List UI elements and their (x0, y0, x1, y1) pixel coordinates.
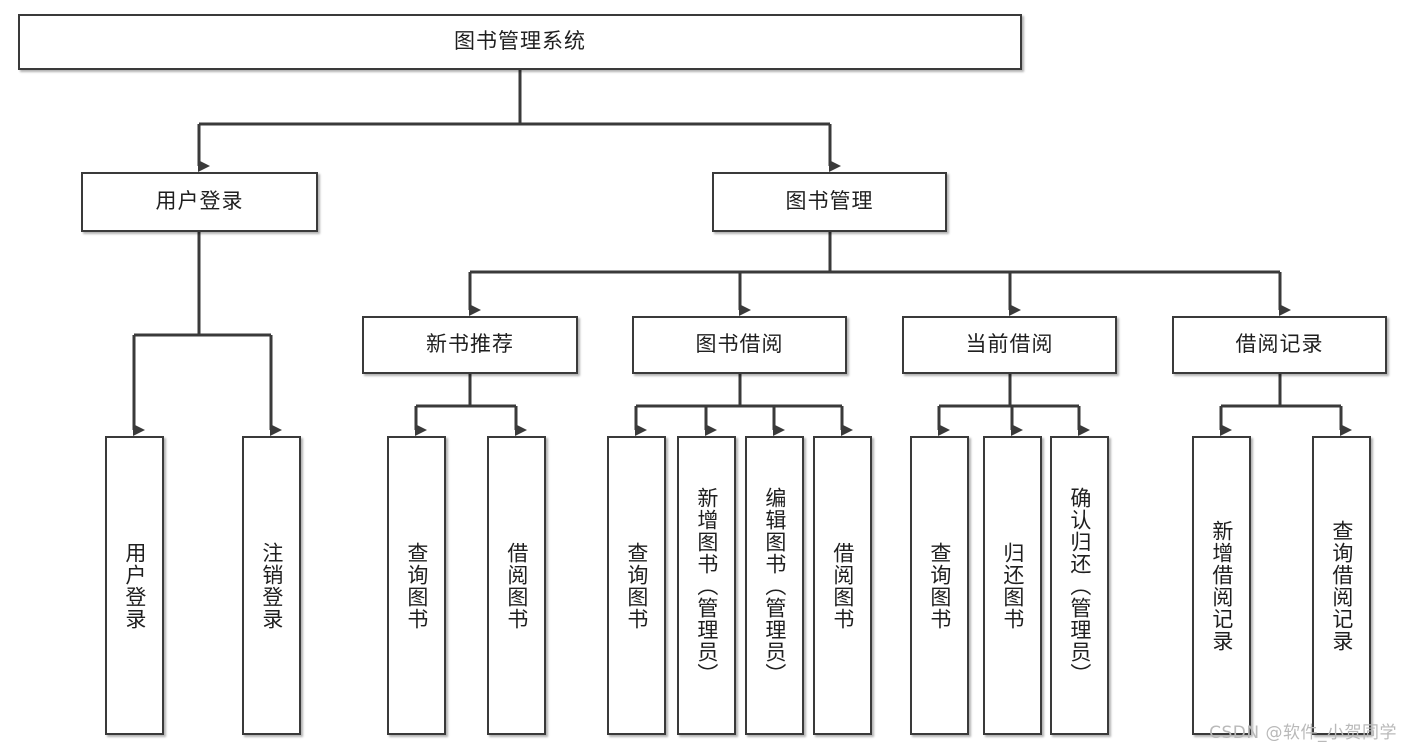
node-label: 图书借阅 (695, 332, 784, 357)
node-label: 查询图书 (927, 541, 952, 630)
node-leaf-query-borrow-record[interactable]: 查询借阅记录 (1312, 436, 1371, 735)
node-leaf-borrow-book-1[interactable]: 借阅图书 (487, 436, 546, 735)
watermark-text: CSDN @软件_小贺同学 (1209, 723, 1397, 743)
node-leaf-user-login[interactable]: 用户登录 (105, 436, 164, 735)
node-label: 借阅图书 (830, 541, 855, 630)
node-leaf-confirm-return-admin[interactable]: 确认归还（管理员） (1050, 436, 1109, 735)
node-leaf-return-book[interactable]: 归还图书 (983, 436, 1042, 735)
node-book-borrow[interactable]: 图书借阅 (632, 316, 847, 374)
node-label: 图书管理系统 (454, 29, 586, 54)
node-label: 新书推荐 (426, 332, 514, 357)
node-leaf-query-book-2[interactable]: 查询图书 (607, 436, 666, 735)
node-label: 归还图书 (1000, 541, 1025, 630)
node-label: 借阅图书 (504, 541, 529, 630)
node-leaf-user-logout[interactable]: 注销登录 (242, 436, 301, 735)
node-label: 新增图书（管理员） (694, 486, 719, 685)
node-borrow-record[interactable]: 借阅记录 (1172, 316, 1387, 374)
node-leaf-query-book-3[interactable]: 查询图书 (910, 436, 969, 735)
node-label: 新增借阅记录 (1209, 519, 1234, 652)
node-label: 图书管理 (785, 189, 874, 214)
node-leaf-add-book-admin[interactable]: 新增图书（管理员） (677, 436, 736, 735)
node-leaf-query-book-1[interactable]: 查询图书 (387, 436, 446, 735)
node-label: 用户登录 (155, 189, 244, 214)
node-label: 查询图书 (624, 541, 649, 630)
node-current-borrow[interactable]: 当前借阅 (902, 316, 1117, 374)
node-leaf-borrow-book-2[interactable]: 借阅图书 (813, 436, 872, 735)
node-new-book-recommend[interactable]: 新书推荐 (362, 316, 578, 374)
node-label: 查询图书 (404, 541, 429, 630)
node-label: 当前借阅 (965, 332, 1054, 357)
node-label: 借阅记录 (1235, 332, 1324, 357)
node-leaf-add-borrow-record[interactable]: 新增借阅记录 (1192, 436, 1251, 735)
node-root-system[interactable]: 图书管理系统 (18, 14, 1022, 70)
node-user-login[interactable]: 用户登录 (81, 172, 318, 232)
node-book-manage[interactable]: 图书管理 (712, 172, 947, 232)
node-leaf-edit-book-admin[interactable]: 编辑图书（管理员） (745, 436, 804, 735)
node-label: 注销登录 (259, 541, 284, 630)
node-label: 查询借阅记录 (1329, 519, 1354, 652)
node-label: 用户登录 (122, 541, 147, 630)
node-label: 确认归还（管理员） (1067, 486, 1092, 685)
node-label: 编辑图书（管理员） (762, 486, 787, 685)
